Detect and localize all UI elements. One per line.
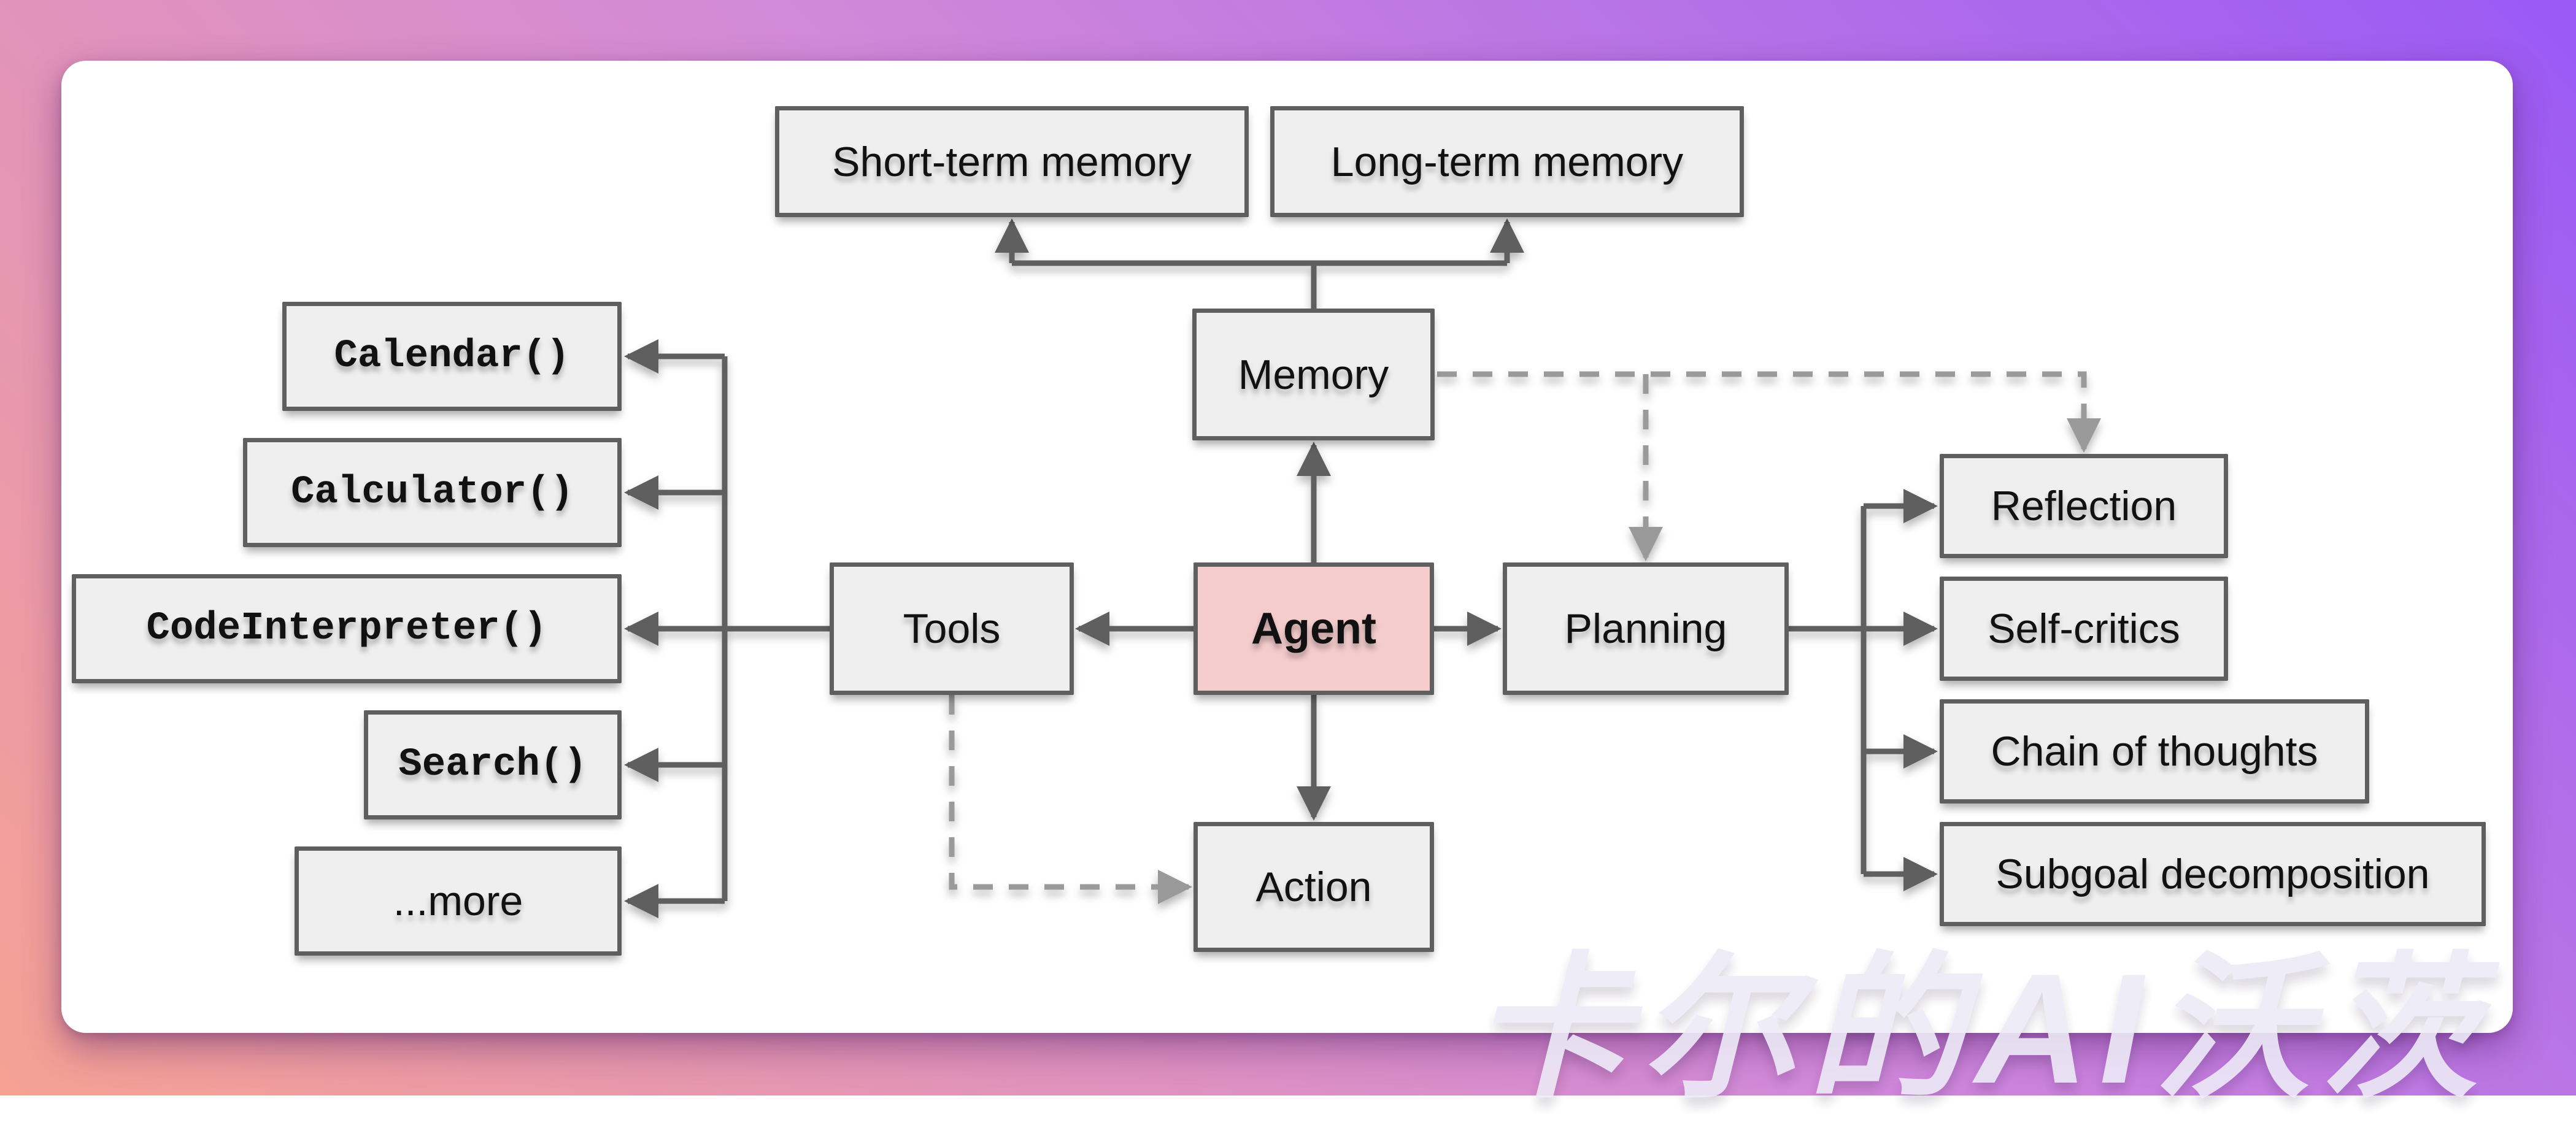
- node-more-tools: ...more: [295, 846, 622, 956]
- node-code-interpreter-tool: CodeInterpreter(): [72, 574, 622, 683]
- node-label: Calendar(): [334, 334, 570, 378]
- node-label: Calculator(): [291, 470, 574, 515]
- edge-tools-action-dashed: [949, 695, 1192, 904]
- node-calendar-tool: Calendar(): [282, 302, 622, 411]
- node-label: Long-term memory: [1330, 138, 1684, 185]
- node-label: Planning: [1564, 605, 1727, 652]
- node-label: Action: [1255, 864, 1372, 910]
- node-label: Reflection: [1991, 483, 2177, 529]
- node-label: CodeInterpreter(): [146, 607, 547, 651]
- node-label: Short-term memory: [832, 138, 1192, 185]
- node-subgoal-decomposition: Subgoal decomposition: [1940, 822, 2486, 926]
- node-search-tool: Search(): [364, 710, 622, 819]
- node-chain-of-thoughts: Chain of thoughts: [1940, 699, 2369, 804]
- node-label: Chain of thoughts: [1991, 728, 2318, 775]
- node-planning: Planning: [1503, 562, 1789, 695]
- node-agent: Agent: [1194, 562, 1434, 695]
- node-long-term-memory: Long-term memory: [1270, 106, 1744, 217]
- node-label: Agent: [1251, 604, 1376, 653]
- node-calculator-tool: Calculator(): [243, 438, 622, 547]
- node-label: Tools: [903, 605, 1001, 652]
- edge-memory-reflection-dashed: [1437, 371, 2101, 453]
- node-label: Memory: [1238, 351, 1389, 398]
- node-label: ...more: [393, 878, 523, 924]
- node-self-critics: Self-critics: [1940, 577, 2228, 681]
- node-label: Self-critics: [1988, 605, 2180, 652]
- node-action: Action: [1194, 822, 1434, 952]
- node-reflection: Reflection: [1940, 454, 2228, 558]
- node-label: Subgoal decomposition: [1996, 851, 2430, 897]
- connector-layer: [624, 218, 2101, 918]
- node-memory: Memory: [1192, 309, 1435, 440]
- node-label: Search(): [398, 743, 587, 787]
- node-short-term-memory: Short-term memory: [775, 106, 1249, 217]
- node-tools: Tools: [830, 562, 1074, 695]
